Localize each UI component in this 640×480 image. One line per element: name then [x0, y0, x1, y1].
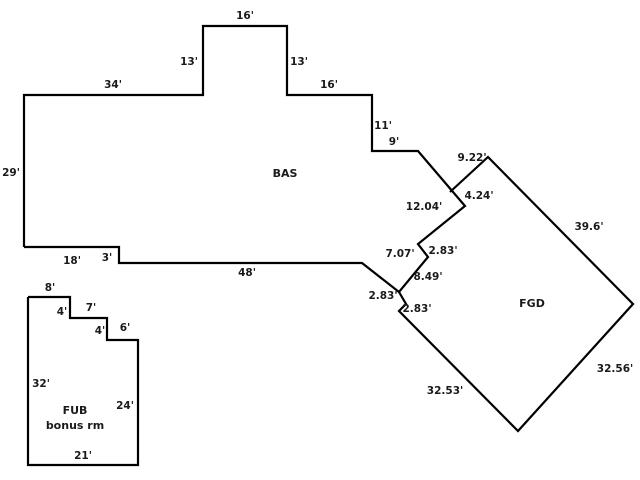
dim-fub-step2-h: 6'	[120, 322, 131, 334]
dim-bas-diag-mid: 7.07'	[385, 248, 414, 260]
dim-bas-diag-long: 12.04'	[406, 201, 442, 213]
dim-fub-step1-v: 4'	[57, 306, 68, 318]
dim-bas-left: 29'	[2, 167, 20, 179]
dim-fub-step2-v: 4'	[95, 325, 106, 337]
area-label-fub: FUB	[63, 404, 88, 417]
dim-bas-step-top: 16'	[320, 79, 338, 91]
dim-fub-step1-h: 7'	[86, 302, 97, 314]
dim-fub-right: 24'	[116, 400, 134, 412]
fub-outline	[26, 295, 140, 467]
dim-fgd-right-top: 39.6'	[574, 221, 603, 233]
dim-fgd-left-bottom: 32.53'	[427, 385, 463, 397]
dim-bas-top-left: 34'	[104, 79, 122, 91]
dim-zig-upper: 2.83'	[428, 245, 457, 257]
dim-bas-bump-left: 13'	[180, 56, 198, 68]
area-label-fgd: FGD	[519, 297, 545, 310]
dim-fub-bottom: 21'	[74, 450, 92, 462]
dim-bas-bottom-step: 3'	[102, 252, 113, 264]
dim-bas-bump-top: 16'	[236, 10, 254, 22]
fgd-outline	[397, 155, 635, 433]
dim-zig-mid: 8.49'	[413, 271, 442, 283]
dim-fgd-right-bottom: 32.56'	[597, 363, 633, 375]
dim-bas-bottom-left: 18'	[63, 255, 81, 267]
dim-bas-bump-right: 13'	[290, 56, 308, 68]
bas-outline	[22, 24, 467, 294]
dim-bas-step-right: 11'	[374, 120, 392, 132]
dim-zig-lower-right: 2.83'	[402, 303, 431, 315]
dim-bas-bottom: 48'	[238, 267, 256, 279]
dim-fub-top: 8'	[45, 282, 56, 294]
dim-fgd-notch: 4.24'	[464, 190, 493, 202]
dim-zig-lower-left: 2.83'	[368, 290, 397, 302]
dim-fub-left: 32'	[32, 378, 50, 390]
dim-fgd-top-left: 9.22'	[457, 152, 486, 164]
dim-bas-step-bottom: 9'	[389, 136, 400, 148]
area-label-fub-sub: bonus rm	[46, 419, 104, 432]
area-label-bas: BAS	[273, 167, 298, 180]
